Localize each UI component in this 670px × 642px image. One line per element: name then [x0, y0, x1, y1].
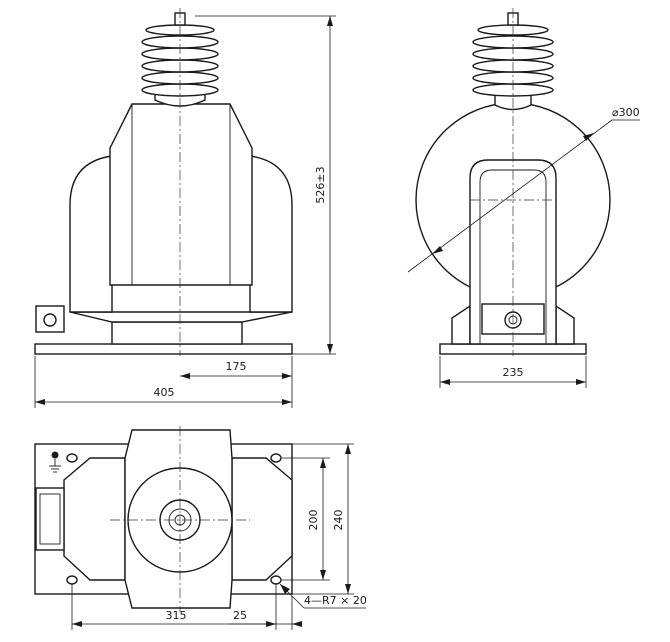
front-pedestal	[111, 321, 243, 345]
mount-hole-br	[270, 575, 282, 585]
plan-pitch-label: 200	[307, 510, 320, 531]
plan-spacing-label: 315	[166, 609, 187, 622]
side-width-arrow-r	[576, 379, 586, 385]
mount-hole-bl	[66, 575, 78, 585]
front-half-arrow-r	[282, 373, 292, 379]
side-diameter-arrow-1	[432, 246, 443, 254]
front-skirt	[69, 311, 293, 323]
front-width-arrow-r	[282, 399, 292, 405]
plan-pitch-arrow-b	[320, 570, 326, 580]
mount-hole-tr	[270, 453, 282, 463]
front-width-label: 405	[154, 386, 175, 399]
side-diameter-label: ⌀300	[612, 106, 640, 119]
mount-hole-tl	[66, 453, 78, 463]
side-width-arrow-l	[440, 379, 450, 385]
front-half-label: 175	[226, 360, 247, 373]
front-half-arrow-l	[180, 373, 190, 379]
front-main-body	[109, 103, 253, 286]
side-diameter-leader	[407, 119, 613, 273]
plan-depth-arrow-b	[345, 584, 351, 594]
side-view: ⌀300 235	[407, 8, 640, 388]
side-left-bracket	[451, 304, 471, 345]
plan-edge-arrow	[292, 621, 302, 627]
plan-pitch-arrow-t	[320, 458, 326, 468]
front-height-arrow-top	[327, 16, 333, 26]
front-height-arrow-bot	[327, 344, 333, 354]
plan-spacing-arrow-l	[72, 621, 82, 627]
plan-hole-arrow	[280, 584, 290, 594]
plan-right-shoulder	[231, 457, 293, 581]
plan-left-shoulder	[63, 457, 126, 581]
plan-secondary-cover	[39, 493, 61, 545]
side-diameter-arrow-2	[583, 133, 594, 141]
front-left-shoulder	[69, 155, 113, 313]
plan-view: 315 25 200 240 4—R7 × 20	[34, 426, 367, 630]
plan-depth-label: 240	[332, 510, 345, 531]
front-width-arrow-l	[35, 399, 45, 405]
front-view: 526±3 175 405	[34, 8, 336, 408]
front-base-plate	[34, 343, 293, 355]
front-secondary-bolt	[43, 313, 57, 327]
plan-edge-label: 25	[233, 609, 247, 622]
plan-hole-label: 4—R7 × 20	[304, 594, 367, 607]
front-height-label: 526±3	[314, 166, 327, 203]
plan-secondary-box	[35, 487, 65, 551]
plan-depth-arrow-t	[345, 444, 351, 454]
front-right-shoulder	[249, 155, 293, 313]
side-width-label: 235	[503, 366, 524, 379]
side-right-bracket	[555, 304, 575, 345]
ground-icon	[49, 451, 61, 473]
